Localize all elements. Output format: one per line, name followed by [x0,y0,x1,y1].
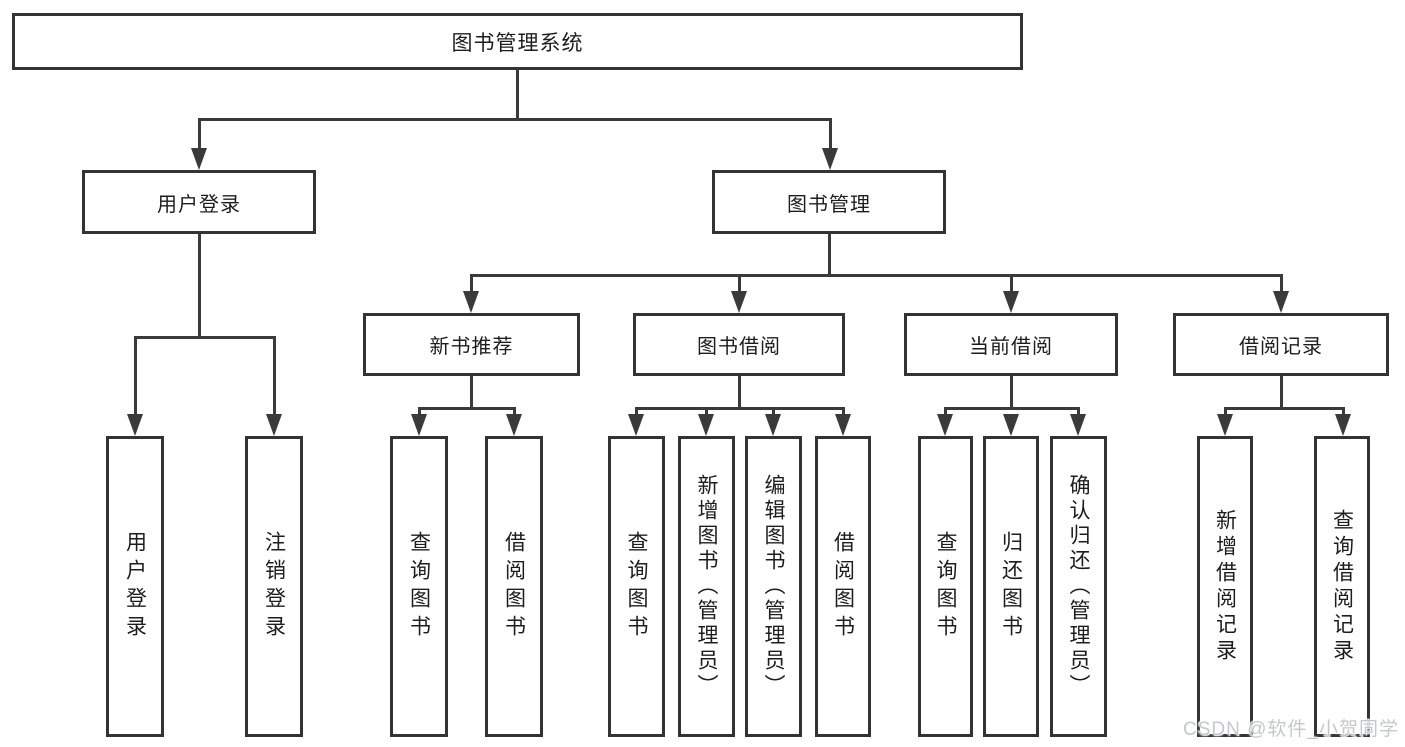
connector-line [1010,376,1013,409]
leaf-borrow-books-recommend-label: 借阅图书 [502,530,526,643]
connector-line [828,234,831,277]
leaf-add-books-admin: 新增图书（管理员） [678,436,735,737]
leaf-user-login-label: 用户登录 [123,530,147,643]
node-borrow-records: 借阅记录 [1173,313,1389,376]
arrow-down-icon [1335,414,1351,436]
arrow-down-icon [1003,414,1019,436]
arrow-down-icon [835,414,851,436]
connector-line [516,69,519,118]
leaf-add-books-admin-label: 新增图书（管理员） [695,474,718,699]
node-user-login-label: 用户登录 [157,193,241,216]
node-book-management-label: 图书管理 [787,193,871,216]
leaf-query-books-current: 查询图书 [918,436,973,737]
connector-line [418,407,421,417]
arrow-down-icon [1273,291,1289,313]
leaf-return-books: 归还图书 [983,436,1039,737]
connector-line [842,407,845,417]
connector-line [471,274,1282,277]
connector-line [1225,407,1344,410]
connector-line [1342,407,1345,417]
arrow-down-icon [1217,414,1233,436]
arrow-down-icon [266,414,282,436]
leaf-query-books-recommend: 查询图书 [390,436,448,737]
arrow-down-icon [1003,291,1019,313]
arrow-down-icon [937,414,953,436]
leaf-add-borrow-record-label: 新增借阅记录 [1213,508,1237,665]
leaf-borrow-books-label: 借阅图书 [831,530,855,643]
arrow-down-icon [822,148,838,170]
node-borrow-records-label: 借阅记录 [1239,336,1323,358]
connector-line [419,407,516,410]
node-current-borrow-label: 当前借阅 [969,336,1053,358]
leaf-query-borrow-record: 查询借阅记录 [1314,436,1370,737]
leaf-edit-books-admin: 编辑图书（管理员） [745,436,802,737]
arrow-down-icon [765,414,781,436]
leaf-confirm-return-admin: 确认归还（管理员） [1050,436,1107,737]
arrow-down-icon [463,291,479,313]
arrow-down-icon [411,414,427,436]
node-book-borrow-label: 图书借阅 [697,336,781,358]
connector-line [944,407,947,417]
leaf-query-books-borrow: 查询图书 [608,436,665,737]
node-current-borrow: 当前借阅 [904,313,1118,376]
leaf-logout: 注销登录 [245,436,303,737]
connector-line [134,336,137,418]
arrow-down-icon [127,414,143,436]
arrow-down-icon [506,414,522,436]
connector-line [470,376,473,409]
connector-line [513,407,516,417]
connector-line [772,407,775,417]
connector-line [1280,376,1283,409]
connector-line [705,407,708,417]
connector-line [738,376,741,409]
connector-line [635,407,638,417]
node-new-book-recommend-label: 新书推荐 [429,336,514,358]
node-book-borrow: 图书借阅 [633,313,845,376]
connector-line [273,336,276,418]
arrow-down-icon [191,148,207,170]
arrow-down-icon [698,414,714,436]
connector-line [829,118,832,152]
connector-line [198,234,201,339]
connector-line [945,407,1079,410]
connector-line [1077,407,1080,417]
connector-line [135,336,276,339]
leaf-edit-books-admin-label: 编辑图书（管理员） [762,474,785,699]
leaf-add-borrow-record: 新增借阅记录 [1197,436,1253,737]
node-user-login: 用户登录 [82,170,316,234]
leaf-query-books-borrow-label: 查询图书 [625,530,648,643]
leaf-confirm-return-admin-label: 确认归还（管理员） [1067,474,1090,699]
leaf-borrow-books: 借阅图书 [815,436,871,737]
leaf-logout-label: 注销登录 [262,530,286,643]
leaf-query-borrow-record-label: 查询借阅记录 [1330,508,1354,665]
connector-line [199,118,831,121]
node-new-book-recommend: 新书推荐 [363,313,580,376]
leaf-query-books-recommend-label: 查询图书 [407,530,431,643]
connector-line [470,274,473,294]
node-book-management: 图书管理 [712,170,946,234]
connector-line [1224,407,1227,417]
arrow-down-icon [731,291,747,313]
node-library-system-label: 图书管理系统 [451,31,584,55]
node-library-system: 图书管理系统 [12,13,1023,70]
connector-line [1280,274,1283,294]
leaf-borrow-books-recommend: 借阅图书 [485,436,543,737]
leaf-query-books-current-label: 查询图书 [934,530,957,643]
connector-line [636,407,844,410]
arrow-down-icon [1070,414,1086,436]
arrow-down-icon [628,414,644,436]
connector-line [198,118,201,152]
csdn-watermark: CSDN @软件_小贺同学 [1183,719,1399,740]
connector-line [1010,274,1013,294]
connector-line [738,274,741,294]
leaf-user-login: 用户登录 [106,436,164,737]
leaf-return-books-label: 归还图书 [999,530,1023,643]
